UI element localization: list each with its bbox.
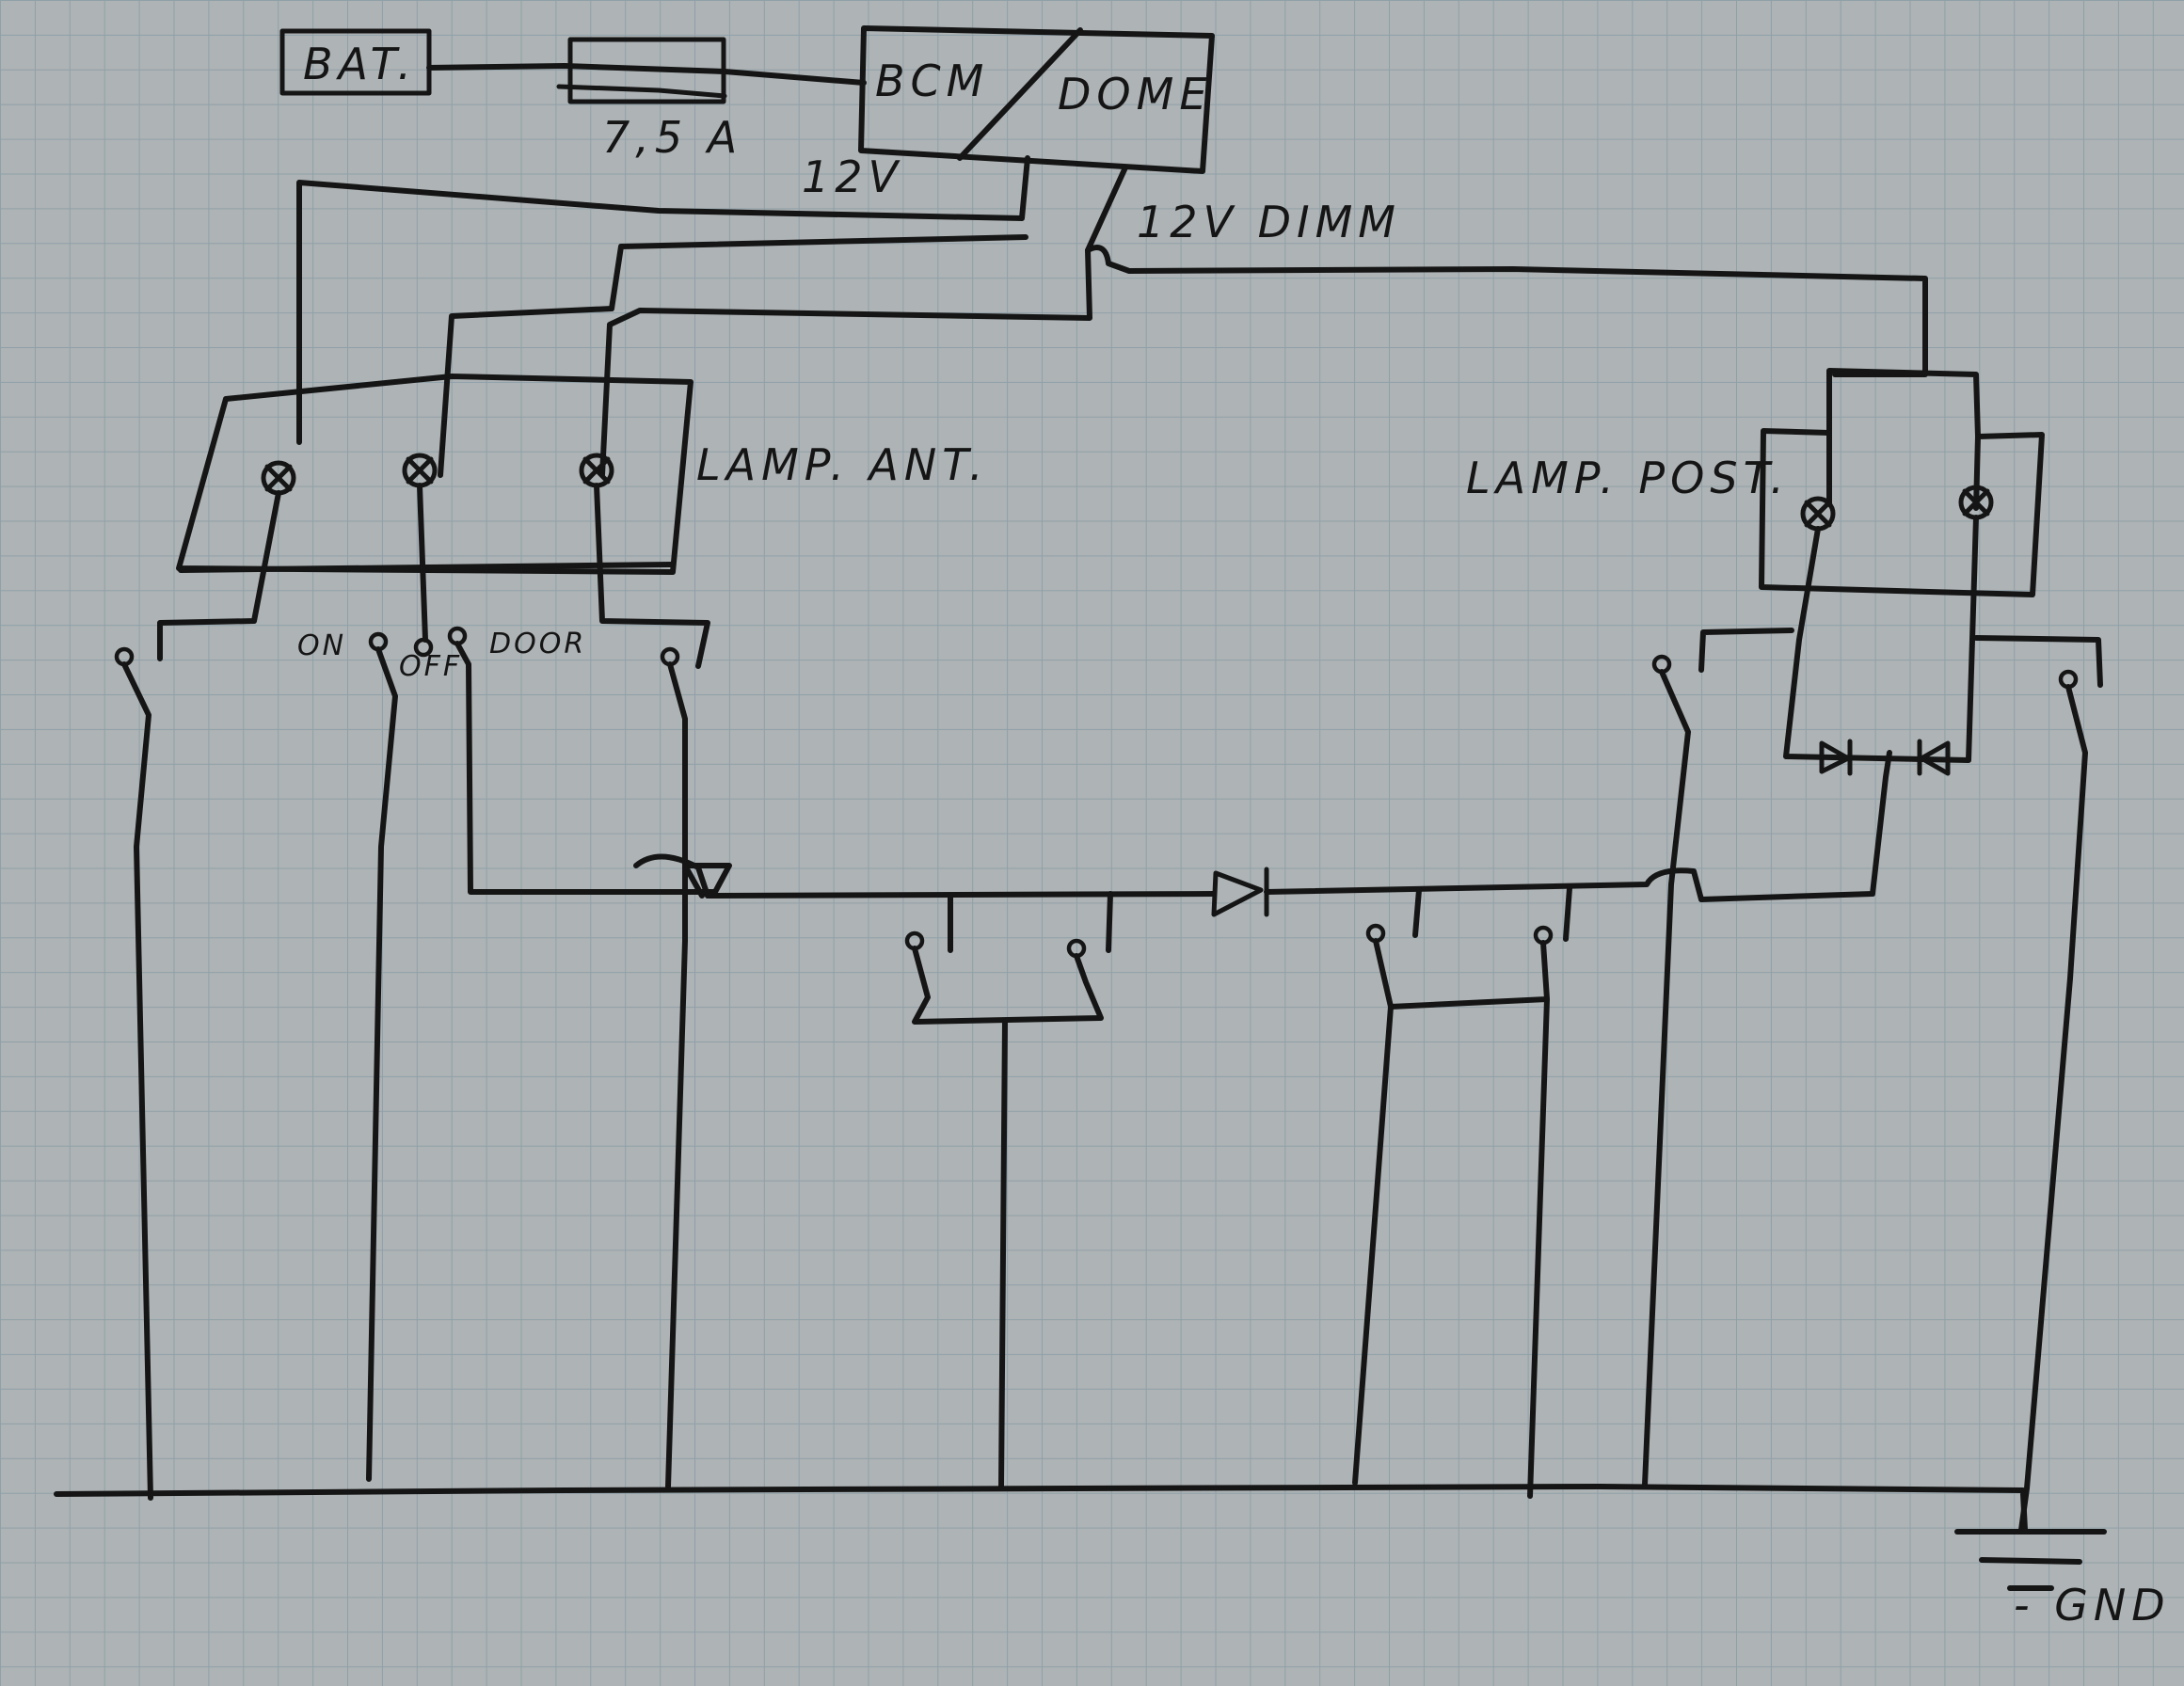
door-switch-2: [1373, 938, 1550, 1010]
ground-drop: [1352, 996, 1550, 1499]
switch-on-label: ON: [297, 629, 346, 662]
bcm-label: BCM: [875, 56, 989, 106]
rear-lamp-housing: [1759, 368, 2045, 597]
ground-icon: [1954, 1491, 2107, 1591]
door-bus-wire: [633, 853, 1217, 899]
front-lamp-wire-right: [594, 483, 710, 669]
fuse: 7,5 A: [556, 37, 742, 163]
ground-drop: [121, 661, 153, 1501]
ground-drop: [665, 661, 688, 1489]
supply-wires: [296, 155, 1928, 478]
v12-dimm-label: 12V DIMM: [1137, 197, 1401, 247]
front-lamp-wire-left: [157, 490, 281, 661]
lamp-front-label: LAMP. ANT.: [696, 439, 989, 490]
rear-switch-right-feed: [1973, 635, 2103, 688]
ground-bus: [54, 1484, 2026, 1497]
diode-icon: [1917, 739, 1951, 776]
battery-block: BAT.: [279, 28, 432, 96]
bcm-dome-block: BCM DOME 12V 12V DIMM: [802, 25, 1401, 247]
ground-drop: [366, 646, 398, 1482]
front-lamp-wire-middle: [417, 483, 428, 643]
ground-label: - GND: [2014, 1580, 2171, 1630]
battery-wire: [426, 63, 867, 86]
lamp-rear-label: LAMP. POST.: [1466, 453, 1790, 503]
battery-label: BAT.: [303, 39, 417, 89]
switch-terminal-icon: [413, 637, 434, 658]
v12-label: 12V: [802, 151, 903, 202]
fuse-label: 7,5 A: [602, 112, 742, 163]
ground-drop: [998, 1019, 1008, 1489]
door-switch-2-feed: [1412, 885, 1572, 942]
switch-off-label: OFF: [399, 650, 462, 683]
rear-switch-left-feed: [1698, 628, 1794, 673]
switch-door-label: DOOR: [489, 628, 586, 660]
door-switch-1: [912, 946, 1104, 1025]
lamp-icon: [261, 460, 296, 496]
dome-label: DOME: [1058, 69, 1212, 119]
diode-icon: [1819, 739, 1853, 776]
ground-drop: [1642, 669, 1691, 1487]
door-switch-1-feed: [948, 891, 1113, 953]
rear-lamp-wires: [1783, 515, 1979, 763]
